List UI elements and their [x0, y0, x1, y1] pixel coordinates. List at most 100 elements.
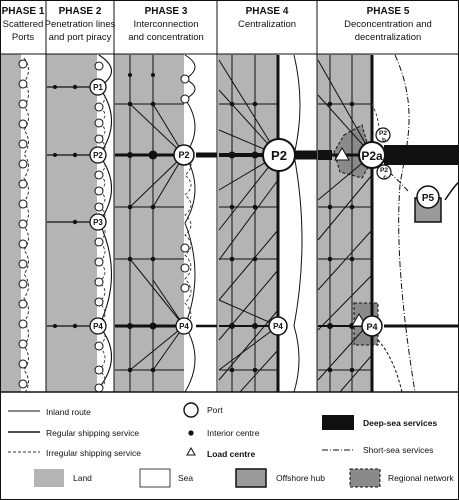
phase-3-title: PHASE 3 — [145, 6, 188, 17]
small-port-icon — [18, 259, 28, 269]
phase-3-subtitle-1: Interconnection — [134, 19, 199, 30]
legend-regional-network: Regional network — [349, 468, 454, 488]
small-port-icon — [18, 339, 28, 349]
port-label-p3: P3 — [93, 218, 103, 227]
phase-2-subtitle-2: and port piracy — [49, 32, 112, 43]
phase-5-subtitle-1: Deconcentration and — [344, 19, 432, 30]
legend-load-centre: Load centre — [186, 446, 255, 459]
small-port-icon — [94, 202, 104, 212]
small-port-icon — [18, 319, 28, 329]
port-label-p4-phase3: P4 — [179, 322, 189, 331]
small-port-icon — [18, 99, 28, 109]
phase-2-title: PHASE 2 — [59, 6, 102, 17]
small-port-icon — [94, 170, 104, 180]
port-label-p4-phase4: P4 — [273, 322, 283, 331]
phase-3-network: P2 P4 — [115, 54, 217, 393]
port-label-p2c-sub: c — [383, 174, 387, 181]
legend-interior-centre: Interior centre — [188, 428, 260, 438]
port-label-p5: P5 — [422, 193, 435, 204]
small-port-icon — [18, 379, 28, 389]
small-port-icon — [18, 139, 28, 149]
phase-2-small-ports — [94, 61, 104, 393]
svg-text:Irregular shipping service: Irregular shipping service — [46, 448, 141, 458]
port-label-p2c: P2 — [380, 167, 388, 174]
small-port-icon — [94, 237, 104, 247]
phase-5-subtitle-2: decentralization — [355, 32, 422, 43]
phase-1-subtitle-2: Ports — [12, 32, 34, 43]
small-port-icon — [18, 239, 28, 249]
phase-3-small-ports — [180, 74, 190, 293]
port-label-p2-phase2: P2 — [93, 151, 103, 160]
phase-1-scattered-ports — [18, 59, 28, 389]
svg-text:Port: Port — [207, 405, 223, 415]
header-row: PHASE 1 Scattered Ports PHASE 2 Penetrat… — [2, 6, 432, 43]
phase-4-title: PHASE 4 — [246, 6, 289, 17]
phase-1-title: PHASE 1 — [2, 6, 45, 17]
svg-text:Short-sea services: Short-sea services — [363, 445, 433, 455]
small-port-icon — [180, 74, 190, 84]
small-port-icon — [94, 277, 104, 287]
legend: Inland route Regular shipping service Ir… — [8, 402, 454, 488]
svg-text:Regional network: Regional network — [388, 473, 454, 483]
small-port-icon — [94, 134, 104, 144]
panel-phase-4 — [218, 54, 278, 392]
small-port-icon — [18, 199, 28, 209]
legend-deep-sea: Deep-sea services — [322, 415, 437, 430]
port-label-p2b: P2 — [379, 130, 387, 137]
legend-offshore-hub: Offshore hub — [235, 468, 325, 488]
deep-sea-service-bar — [384, 145, 459, 165]
small-port-icon — [18, 159, 28, 169]
small-port-icon — [180, 94, 190, 104]
small-port-icon — [18, 59, 28, 69]
port-label-p2-phase4: P2 — [271, 148, 287, 163]
phase-1-network — [18, 57, 29, 395]
phase-1-subtitle-1: Scattered — [3, 19, 44, 30]
port-label-p4-phase5: P4 — [366, 322, 377, 332]
small-port-icon — [18, 79, 28, 89]
port-label-p2a: P2a — [361, 149, 383, 163]
small-port-icon — [180, 243, 190, 253]
legend-port: Port — [183, 402, 223, 418]
svg-text:Land: Land — [73, 473, 92, 483]
legend-land: Land — [34, 469, 92, 487]
port-label-p1: P1 — [93, 83, 103, 92]
phase-2-network: P1 P2 P3 P4 — [47, 54, 113, 393]
port-label-p4-phase2: P4 — [93, 322, 103, 331]
panel-phase-2 — [46, 54, 97, 392]
small-port-icon — [94, 118, 104, 128]
phase-5-network: P2a P2 b P2 c P4 P5 — [317, 54, 459, 393]
phase-3-subtitle-2: and concentration — [128, 32, 204, 43]
small-port-icon — [94, 61, 104, 71]
svg-text:Interior centre: Interior centre — [207, 428, 260, 438]
svg-text:Load centre: Load centre — [207, 449, 255, 459]
small-port-icon — [180, 263, 190, 273]
small-port-icon — [18, 119, 28, 129]
legend-irregular-shipping: Irregular shipping service — [8, 448, 141, 458]
small-port-icon — [18, 179, 28, 189]
small-port-icon — [94, 186, 104, 196]
phase-2-subtitle-1: Penetration lines — [45, 19, 116, 30]
small-port-icon — [18, 279, 28, 289]
small-port-icon — [18, 299, 28, 309]
legend-inland-route: Inland route — [8, 407, 91, 417]
phase-5-title: PHASE 5 — [367, 6, 410, 17]
legend-regular-shipping: Regular shipping service — [8, 428, 139, 438]
svg-text:Sea: Sea — [178, 473, 193, 483]
small-port-icon — [180, 283, 190, 293]
panel-phase-1 — [0, 54, 21, 392]
small-port-icon — [18, 359, 28, 369]
svg-text:Regular shipping service: Regular shipping service — [46, 428, 139, 438]
phase-4-network: P2 P4 — [218, 54, 317, 393]
small-port-icon — [94, 102, 104, 112]
port-label-p2b-sub: b — [382, 137, 386, 144]
svg-text:Deep-sea services: Deep-sea services — [363, 418, 437, 428]
svg-text:Offshore hub: Offshore hub — [276, 473, 325, 483]
small-port-icon — [94, 383, 104, 393]
small-port-icon — [94, 257, 104, 267]
svg-text:Inland route: Inland route — [46, 407, 91, 417]
legend-short-sea: Short-sea services — [322, 445, 433, 455]
small-port-icon — [94, 341, 104, 351]
legend-sea: Sea — [139, 468, 193, 488]
port-label-p2-phase3: P2 — [178, 150, 189, 160]
